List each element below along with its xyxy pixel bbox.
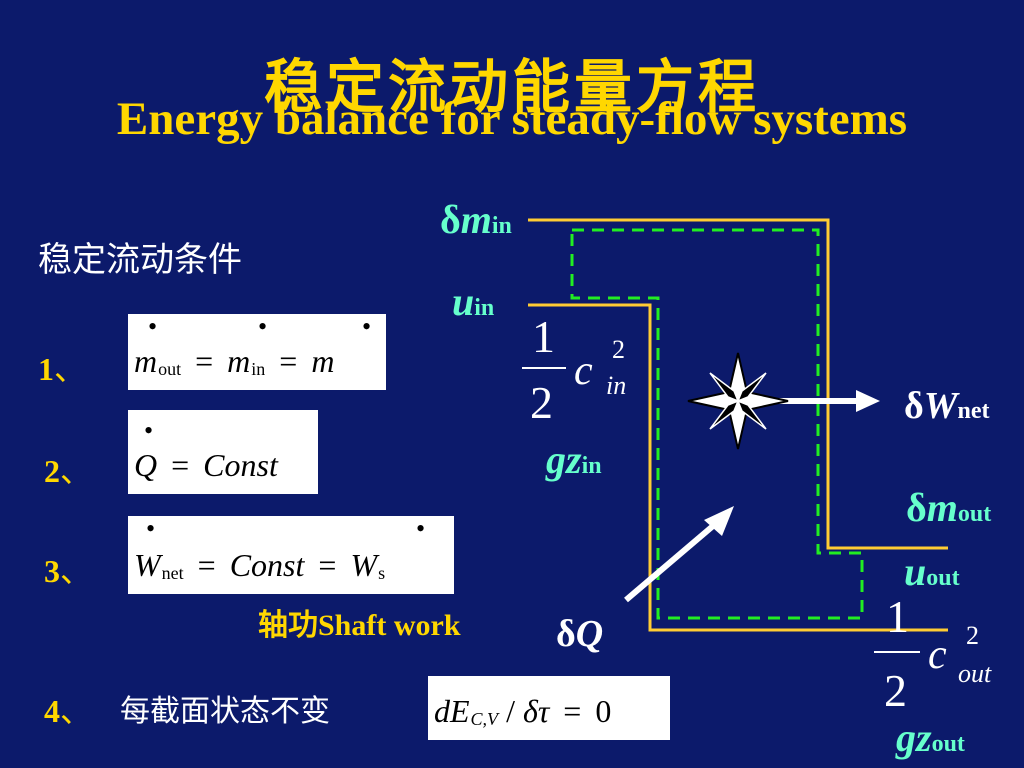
inlet-half-denominator: 2 bbox=[530, 377, 553, 428]
outlet-velocity-subscript: out bbox=[958, 659, 992, 688]
condition-2-number: 2、 bbox=[44, 452, 93, 490]
inlet-velocity-square: 2 bbox=[612, 335, 625, 364]
system-boundary-lower bbox=[528, 303, 948, 632]
internal-energy-in-label: uin bbox=[452, 279, 495, 324]
outlet-half-numerator: 1 bbox=[886, 591, 909, 642]
system-boundary bbox=[528, 218, 948, 550]
title-english: Energy balance for steady-flow systems bbox=[116, 93, 908, 145]
potential-energy-in-label: gzin bbox=[546, 437, 602, 482]
mass-out-label: δmout bbox=[906, 485, 992, 530]
outlet-half-denominator: 2 bbox=[884, 665, 907, 716]
heat-rate-equation: • Q = Const bbox=[128, 410, 318, 494]
shaft-work-label: 轴功Shaft work bbox=[258, 608, 461, 643]
inlet-velocity-symbol: c bbox=[574, 348, 593, 394]
condition-3-number: 3、 bbox=[44, 552, 93, 590]
potential-energy-out-label: gzout bbox=[896, 715, 965, 760]
work-arrow-head bbox=[856, 390, 880, 412]
net-work-label: δWnet bbox=[904, 385, 990, 427]
outlet-velocity-symbol: c bbox=[928, 632, 947, 678]
inlet-velocity-subscript: in bbox=[606, 371, 626, 400]
shaft-star-icon bbox=[687, 352, 789, 450]
conditions-heading: 稳定流动条件 bbox=[38, 240, 242, 280]
internal-energy-out-label: uout bbox=[904, 549, 960, 594]
outlet-velocity-square: 2 bbox=[966, 621, 979, 650]
title-chinese: 稳定流动能量方程 bbox=[263, 53, 760, 121]
kinetic-energy-outlet: 1 2 c 2 out bbox=[874, 591, 992, 716]
heat-label: δQ bbox=[556, 613, 604, 655]
condition-1-number: 1、 bbox=[38, 350, 87, 388]
heat-arrow-head bbox=[704, 506, 734, 536]
state-unchanged-text: 每截面状态不变 bbox=[120, 694, 330, 729]
kinetic-energy-inlet: 1 2 c 2 in bbox=[522, 311, 626, 428]
inlet-half-numerator: 1 bbox=[532, 311, 555, 362]
condition-4-number: 4、 bbox=[44, 692, 93, 730]
mass-in-label: δmin bbox=[440, 197, 512, 242]
heat-arrow bbox=[624, 517, 722, 603]
